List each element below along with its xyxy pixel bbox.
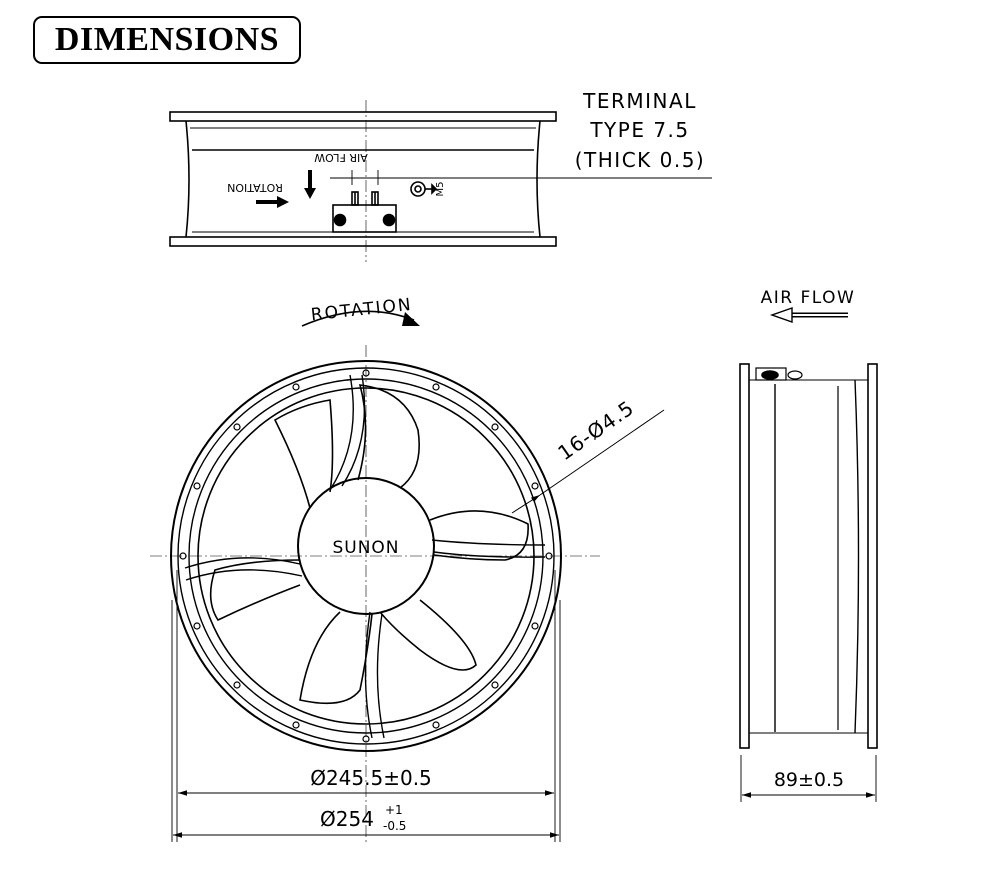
holes-label: 16-Ø4.5 xyxy=(553,395,638,465)
terminal-label-3: (THICK 0.5) xyxy=(575,148,706,172)
page-title: DIMENSIONS xyxy=(54,21,280,58)
top-rotation-label: ROTATION xyxy=(227,181,283,194)
top-airflow-label: AIR FLOW xyxy=(314,151,368,164)
terminal-label-2: TYPE 7.5 xyxy=(589,118,689,142)
top-view xyxy=(169,100,712,262)
terminal-block xyxy=(332,191,397,233)
struts xyxy=(184,374,546,739)
top-right-rim xyxy=(536,120,541,238)
dim-outer-label: Ø254 xyxy=(320,807,374,831)
dim-outer-tol-plus: +1 xyxy=(385,803,403,817)
side-flange-right xyxy=(867,363,878,749)
depth-label: 89±0.5 xyxy=(774,769,844,791)
front-view xyxy=(150,310,665,845)
top-left-rim xyxy=(185,120,190,238)
side-airflow-label: AIR FLOW xyxy=(761,288,856,308)
dim-inner-label: Ø245.5±0.5 xyxy=(310,766,432,790)
top-flange-upper xyxy=(169,111,557,122)
screw-label: M5 xyxy=(435,182,446,197)
screw-symbol xyxy=(410,181,438,197)
title-box: DIMENSIONS xyxy=(33,16,301,64)
fan-blades xyxy=(209,384,529,705)
top-flange-lower xyxy=(169,236,557,247)
brand-label: SUNON xyxy=(332,538,399,558)
side-flange-left xyxy=(739,363,750,749)
dim-outer-tol-minus: -0.5 xyxy=(383,819,406,833)
front-rotation-label: ROTATION xyxy=(310,295,414,326)
side-view xyxy=(739,307,878,802)
terminal-label-1: TERMINAL xyxy=(582,89,697,113)
